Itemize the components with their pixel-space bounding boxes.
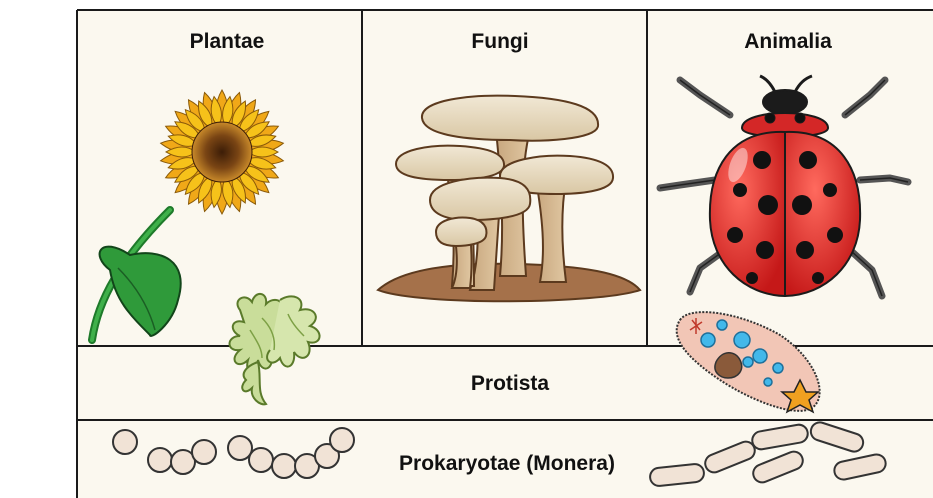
protista-label: Protista: [450, 372, 570, 396]
prokaryotae-label: Prokaryotae (Monera): [362, 452, 652, 476]
fungi-label: Fungi: [450, 30, 550, 54]
plantae-label: Plantae: [177, 30, 277, 54]
animalia-label: Animalia: [728, 30, 848, 54]
